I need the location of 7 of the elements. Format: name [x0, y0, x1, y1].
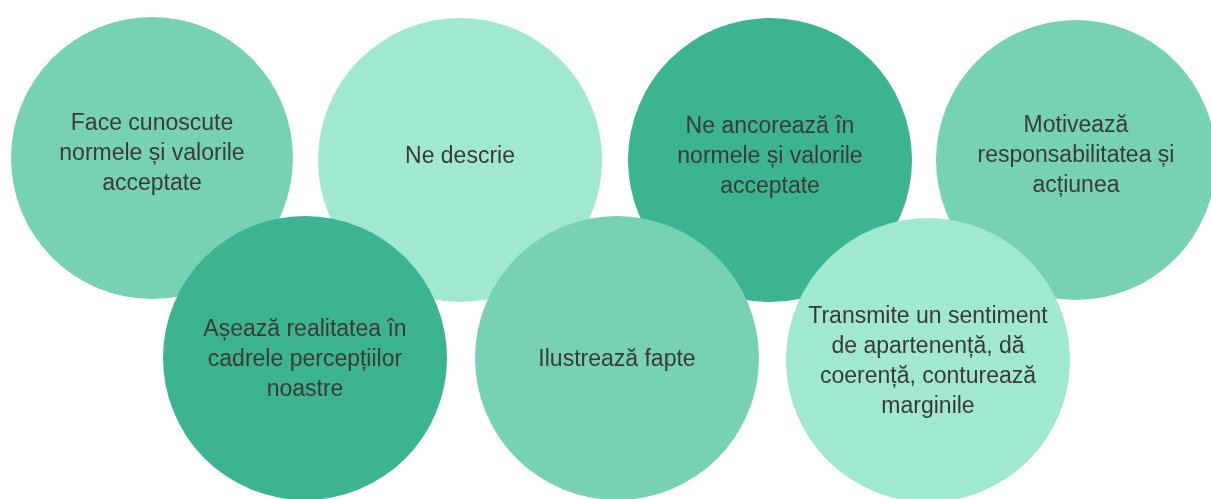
node-text: Ne ancorează în normele și valorile acceptate	[676, 111, 864, 200]
node-text: Așează realitatea în cadrele percepțiilor noastre	[202, 314, 408, 403]
node-text: Transmite un sentiment de apartenență, dă coerență, conturează marginile	[808, 301, 1048, 420]
node-text: Face cunoscute normele și valorile acceptate	[58, 108, 246, 197]
node-text: Motivează responsabilitatea și acțiunea	[976, 110, 1176, 199]
node-text: Ilustrează fapte	[538, 344, 696, 373]
node-text: Ne descrie	[405, 141, 515, 170]
